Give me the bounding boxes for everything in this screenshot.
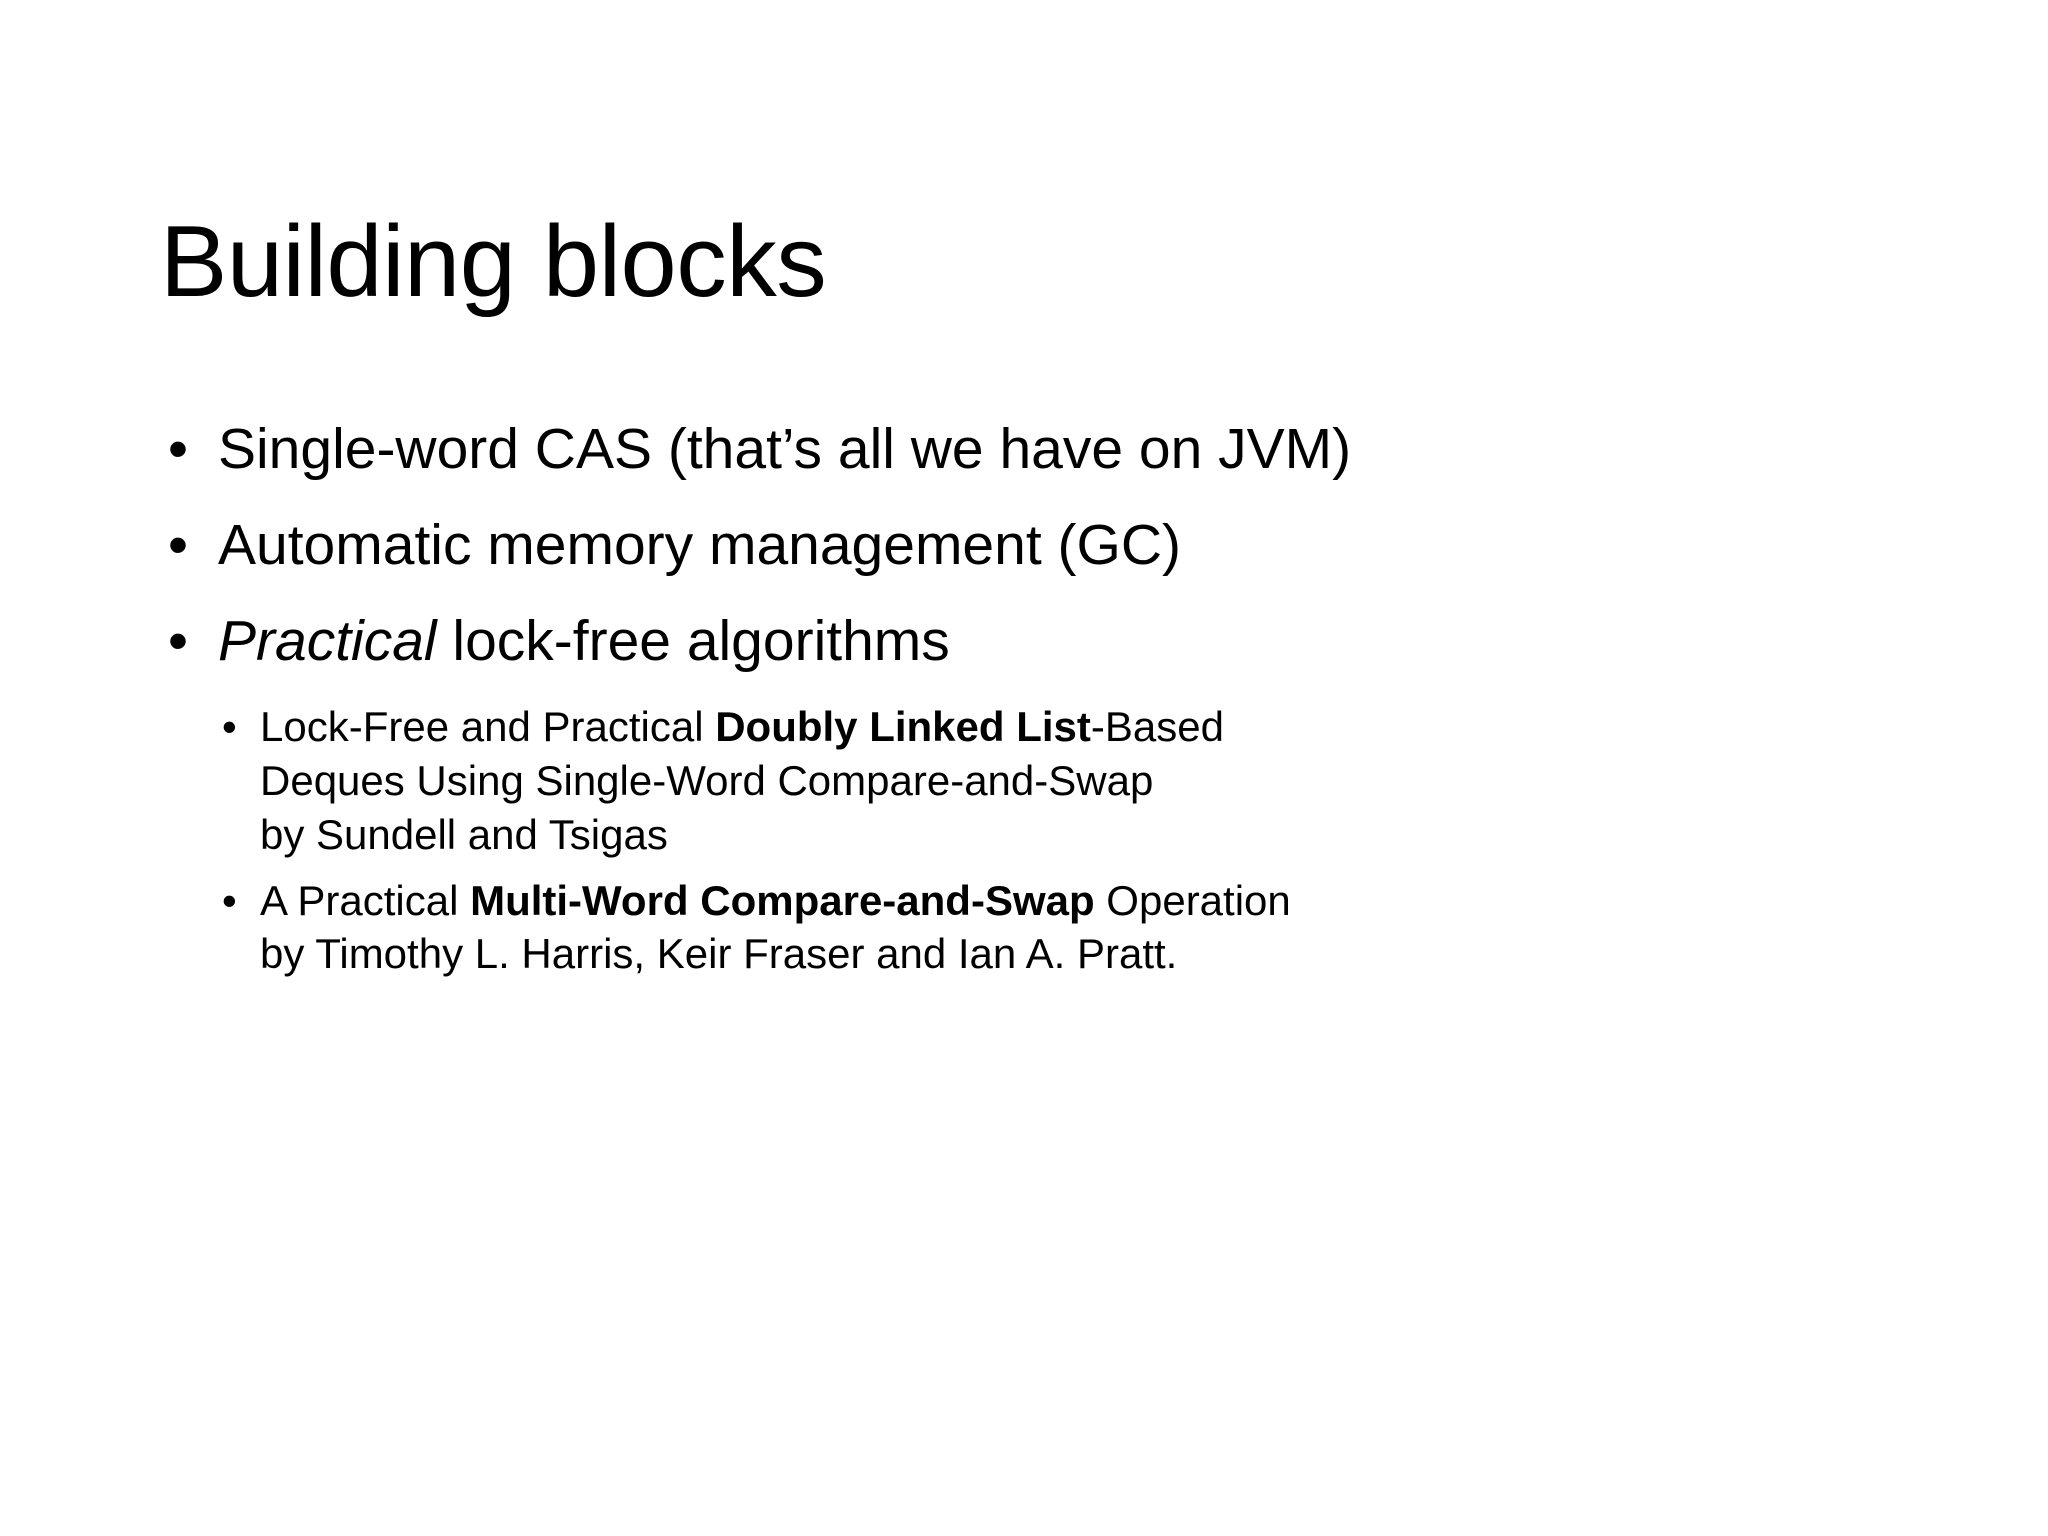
reference-title-prefix: Lock-Free and Practical bbox=[260, 703, 716, 751]
bullet-text-practical-lock-free-algorithms: Practical lock-free algorithms bbox=[218, 604, 1960, 678]
bullet-dot-icon: • bbox=[222, 703, 237, 751]
list-item: • Automatic memory management (GC) bbox=[160, 508, 1960, 582]
reference-sundell-tsigas: Lock-Free and Practical Doubly Linked Li… bbox=[260, 700, 1820, 861]
page-title: Building blocks bbox=[160, 205, 827, 318]
reference-title-line-1: A Practical Multi-Word Compare-and-Swap … bbox=[260, 874, 1820, 928]
reference-title-suffix: Operation bbox=[1094, 876, 1291, 924]
list-item: • A Practical Multi-Word Compare-and-Swa… bbox=[208, 874, 1960, 982]
reference-harris-fraser-pratt: A Practical Multi-Word Compare-and-Swap … bbox=[260, 874, 1820, 982]
bullet-dot-icon: • bbox=[168, 417, 188, 481]
reference-title-bold: Doubly Linked List bbox=[715, 703, 1091, 751]
reference-title-prefix: A Practical bbox=[260, 876, 471, 924]
bullet-dot-icon: • bbox=[168, 609, 188, 674]
emphasis-practical: Practical bbox=[218, 609, 437, 674]
reference-authors: by Sundell and Tsigas bbox=[260, 810, 668, 858]
list-item: • Lock-Free and Practical Doubly Linked … bbox=[208, 700, 1960, 861]
bullet-text-remainder: lock-free algorithms bbox=[436, 609, 950, 674]
reference-title-suffix: -Based bbox=[1090, 703, 1224, 751]
reference-title-line-1: Lock-Free and Practical Doubly Linked Li… bbox=[260, 700, 1820, 754]
reference-title-bold: Multi-Word Compare-and-Swap bbox=[470, 876, 1095, 924]
sub-list: • Lock-Free and Practical Doubly Linked … bbox=[208, 700, 1960, 981]
bullet-text-automatic-memory-management: Automatic memory management (GC) bbox=[218, 513, 1181, 578]
bullet-dot-icon: • bbox=[222, 876, 237, 924]
list-item: • Single-word CAS (that’s all we have on… bbox=[160, 412, 1960, 486]
reference-title-line-2: Deques Using Single-Word Compare-and-Swa… bbox=[260, 757, 1154, 805]
reference-authors: by Timothy L. Harris, Keir Fraser and Ia… bbox=[260, 930, 1178, 978]
bullet-dot-icon: • bbox=[168, 513, 188, 578]
slide-body-content: • Single-word CAS (that’s all we have on… bbox=[160, 412, 1960, 993]
bullet-text-single-word-cas: Single-word CAS (that’s all we have on J… bbox=[218, 417, 1352, 481]
list-item: • Practical lock-free algorithms bbox=[160, 604, 1960, 678]
